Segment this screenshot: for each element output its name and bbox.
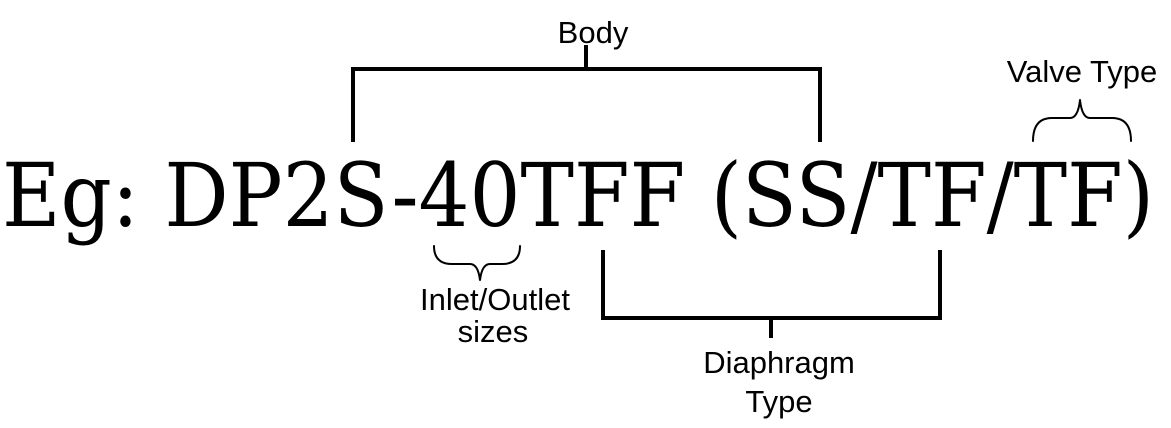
diaphragm-type-label-line2: Type xyxy=(745,384,812,419)
diaphragm-type-bracket xyxy=(601,250,942,338)
diaphragm-type-label-line1: Diaphragm xyxy=(703,345,855,380)
body-bracket xyxy=(351,45,822,142)
valve-type-label: Valve Type xyxy=(1007,54,1158,89)
body-label: Body xyxy=(558,15,629,50)
model-code-example: Eg: DP2S-40TFF (SS/TF/TF) xyxy=(2,144,1154,247)
inlet-outlet-label-line1: Inlet/Outlet xyxy=(420,282,570,317)
inlet-outlet-brace xyxy=(433,245,521,281)
valve-type-brace xyxy=(1032,99,1132,142)
inlet-outlet-label-line2: sizes xyxy=(458,314,529,349)
